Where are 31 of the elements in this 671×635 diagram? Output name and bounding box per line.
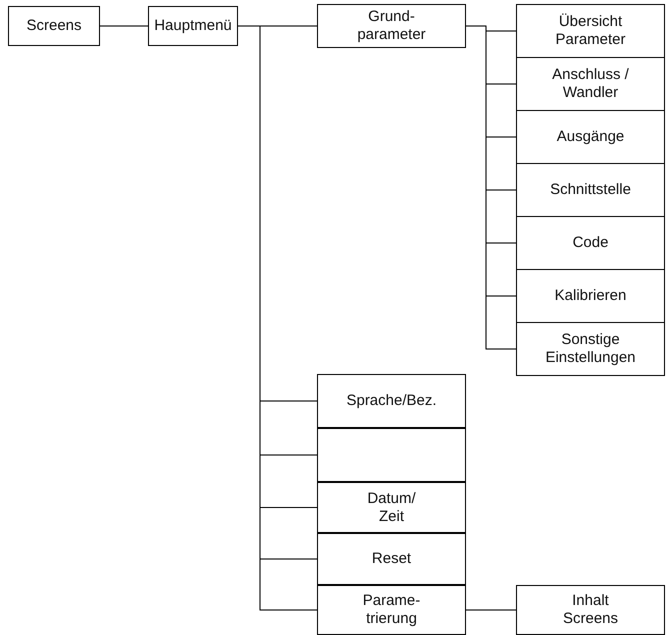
menu-label: Ausgänge	[556, 128, 624, 146]
menu-label: Reset	[372, 550, 412, 568]
menu-label: Sonstige Einstellungen	[544, 331, 637, 367]
menu-label: Grund- parameter	[356, 8, 427, 44]
menu-box	[516, 216, 665, 270]
menu-label: Übersicht Parameter	[554, 13, 627, 49]
menu-box	[317, 533, 466, 585]
menu-box	[516, 269, 665, 323]
menu-label: Anschluss / Wandler	[551, 66, 630, 102]
menu-label: Schnittstelle	[550, 181, 631, 199]
menu-box	[317, 585, 466, 635]
menu-label: Sprache/Bez.	[346, 392, 437, 410]
menu-label: Kalibrieren	[554, 287, 626, 305]
menu-box	[317, 482, 466, 533]
menu-label: Screens	[26, 17, 82, 35]
menu-box	[148, 6, 238, 46]
menu-box	[317, 4, 466, 48]
menu-box	[8, 6, 100, 46]
menu-label: Hauptmenü	[154, 17, 232, 35]
menu-box	[516, 57, 665, 111]
menu-box	[516, 585, 665, 635]
menu-label: Inhalt Screens	[562, 592, 620, 628]
menu-box	[516, 4, 665, 58]
menu-box	[317, 374, 466, 428]
empty-box	[317, 428, 466, 482]
menu-label: Datum/ Zeit	[366, 490, 417, 526]
menu-box	[516, 322, 665, 376]
menu-box	[516, 163, 665, 217]
menu-label: Parame- trierung	[362, 592, 422, 628]
menu-label: Code	[572, 234, 608, 252]
menu-box	[516, 110, 665, 164]
